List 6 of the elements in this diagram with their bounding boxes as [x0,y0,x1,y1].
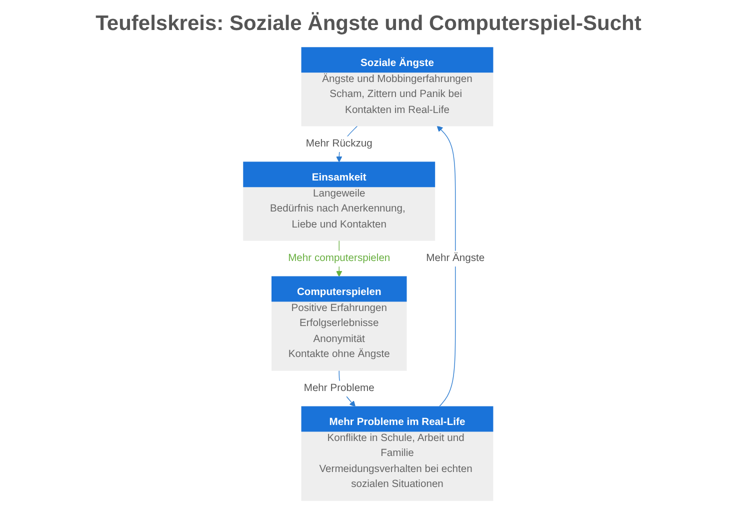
edge-label: Mehr Rückzug [306,138,373,150]
edge-label: Mehr Probleme [304,382,375,394]
arrow [437,126,456,407]
edge-label: Mehr Ängste [426,252,485,264]
edge-label: Mehr computerspielen [288,252,390,264]
diagram-title: Teufelskreis: Soziale Ängste und Computerspiel-Sucht [94,11,642,37]
